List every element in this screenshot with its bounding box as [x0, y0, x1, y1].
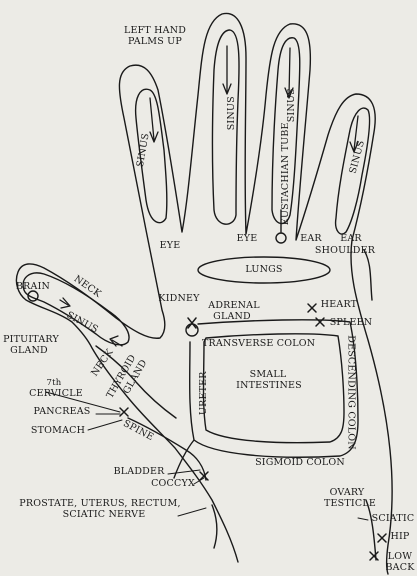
ring-sinus-label: SINUS	[287, 85, 298, 125]
prostate-curve	[212, 505, 217, 548]
spleen-label: SPLEEN	[326, 318, 376, 329]
transverse-colon-label: TRANSVERSE COLON	[202, 339, 312, 350]
title-line-2: PALMS UP	[110, 37, 200, 48]
ear-label-1: EAR	[296, 234, 326, 245]
heart-x	[308, 304, 316, 312]
brain-label: BRAIN	[16, 282, 50, 293]
kidney-x	[188, 318, 196, 328]
testicle-label: TESTICLE	[322, 499, 378, 510]
ovary-label: OVARY	[326, 488, 368, 499]
spleen-x	[316, 318, 324, 326]
coccyx-label: COCCYX	[148, 479, 198, 490]
low-label: LOW	[384, 552, 416, 563]
kidney-dot	[186, 324, 198, 336]
kidney-label: KIDNEY	[155, 294, 203, 305]
prostate-label-1: PROSTATE, UTERUS, RECTUM,	[18, 499, 182, 510]
middle-sinus-label: SINUS	[227, 93, 238, 133]
intestines-label: INTESTINES	[230, 381, 308, 392]
shoulder-label: SHOULDER	[314, 246, 376, 257]
small-label: SMALL	[240, 370, 296, 381]
bladder-label: BLADDER	[110, 467, 168, 478]
eustachian-dot	[276, 233, 286, 243]
eustachian-tube-label: EUSTACHIAN TUBE	[281, 129, 292, 225]
descending-colon-label: DESCENDING COLON	[345, 335, 356, 435]
title-line-1: LEFT HAND	[110, 26, 200, 37]
pancreas-label: PANCREAS	[30, 407, 94, 418]
ureter-label: URETER	[199, 365, 210, 421]
sciatic-label: SCIATIC	[368, 514, 417, 525]
prostate-label-2: SCIATIC NERVE	[60, 510, 148, 521]
adrenal-label-2: GLAND	[208, 312, 256, 323]
sigmoid-colon-label: SIGMOID COLON	[254, 458, 346, 469]
stomach-label: STOMACH	[28, 426, 88, 437]
pituitary-label: PITUITARY	[2, 335, 60, 346]
ear-label-2: EAR	[336, 234, 366, 245]
shoulder-curve	[364, 250, 372, 300]
heart-label: HEART	[316, 300, 362, 311]
hip-label: HIP	[386, 532, 414, 543]
thyroid-x	[120, 408, 128, 416]
adrenal-label-1: ADRENAL	[204, 301, 264, 312]
back-label: BACK	[384, 563, 416, 574]
seventh-label: 7th	[40, 378, 68, 389]
eye-label-1: EYE	[155, 241, 185, 252]
eye-label-2: EYE	[232, 234, 262, 245]
lungs-label: LUNGS	[240, 265, 288, 276]
gland-label: GLAND	[8, 346, 50, 357]
hip-x	[378, 534, 386, 542]
cervicle-label: CERVICLE	[28, 389, 84, 400]
lowback-x	[370, 552, 378, 560]
